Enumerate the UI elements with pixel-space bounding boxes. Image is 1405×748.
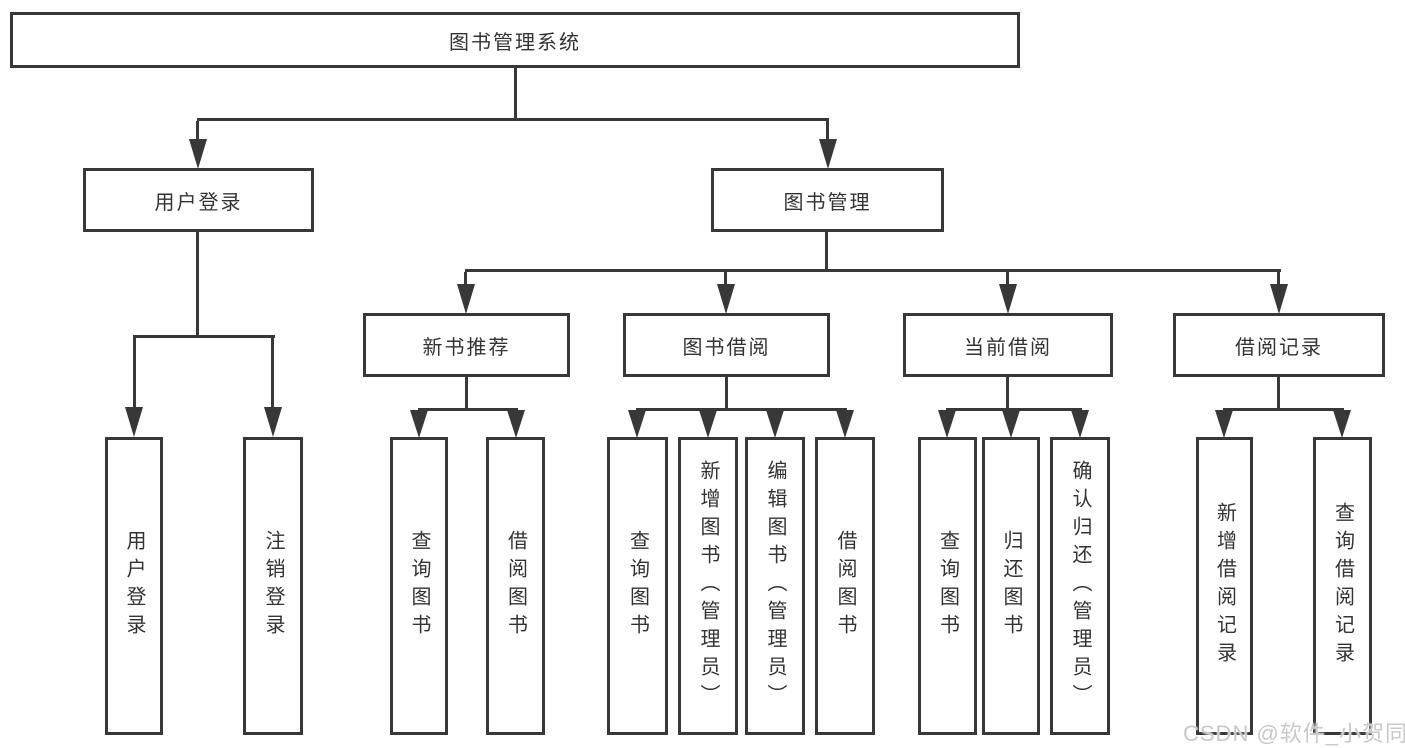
arrow-down-icon [819,139,837,169]
connector-group-hbar [636,408,847,411]
leaf-add-borrow-record: 新增借阅记录 [1196,437,1253,735]
leaf-query-borrow-record: 查询借阅记录 [1313,437,1372,735]
arrow-down-icon [1215,410,1233,438]
node-borrow-records: 借阅记录 [1173,313,1385,377]
node-book-borrow: 图书借阅 [623,313,830,377]
leaf-borrow-books: 借阅图书 [815,437,875,735]
leaf-logout: 注销登录 [243,437,303,735]
connector-l2b-stem [826,121,829,141]
arrow-down-icon [1071,410,1089,438]
leaf-user-login: 用户登录 [105,437,163,735]
arrow-down-icon [766,410,784,438]
node-new-book-recommend: 新书推荐 [363,313,570,377]
node-current-borrow: 当前借阅 [903,313,1113,377]
connector-group-hbar [418,408,518,411]
node-root: 图书管理系统 [10,12,1020,68]
connector-bookmgmt-stem [825,232,828,272]
connector-l3-stem [724,272,727,286]
arrow-down-icon [264,407,282,437]
connector-group-stem [1277,377,1280,411]
node-user-login: 用户登录 [83,168,314,232]
connector-group-stem [465,377,468,411]
leaf-edit-books-admin: 编辑图书（管理员） [745,437,805,735]
leaf-query-books-borrow: 查询图书 [607,437,668,735]
connector-l3-stem [1006,272,1009,286]
connector-l3-stem [464,272,467,286]
leaf-add-books-admin: 新增图书（管理员） [678,437,738,735]
arrow-down-icon [410,410,428,438]
connector-root-stem [514,68,517,120]
arrow-down-icon [125,407,143,437]
connector-leaf-stem [271,338,274,409]
node-book-management: 图书管理 [711,168,944,232]
connector-group-stem [725,377,728,411]
arrow-down-icon [1333,410,1351,438]
connector-root-hbar [197,118,829,121]
connector-leaf-stem [133,338,136,409]
arrow-down-icon [699,410,717,438]
connector-group-stem [1006,377,1009,411]
connector-group-hbar [1223,408,1344,411]
leaf-return-books: 归还图书 [982,437,1040,735]
arrow-down-icon [1002,410,1020,438]
connector-userlogin-stem [196,232,199,338]
connector-l3-stem [1277,272,1280,286]
arrow-down-icon [628,410,646,438]
arrow-down-icon [717,284,735,314]
leaf-borrow-books-recommend: 借阅图书 [486,437,545,735]
arrow-down-icon [836,410,854,438]
arrow-down-icon [457,284,475,314]
arrow-down-icon [999,284,1017,314]
arrow-down-icon [507,410,525,438]
leaf-confirm-return-admin: 确认归还（管理员） [1050,437,1110,735]
arrow-down-icon [938,410,956,438]
connector-userlogin-hbar [133,335,275,338]
leaf-query-books-recommend: 查询图书 [390,437,448,735]
csdn-watermark: CSDN @软件_小贺同学 [1183,721,1405,746]
arrow-down-icon [189,139,207,169]
leaf-query-books-current: 查询图书 [918,437,977,735]
arrow-down-icon [1270,284,1288,314]
connector-l2a-stem [196,121,199,141]
connector-group-hbar [946,408,1082,411]
connector-bookmgmt-hbar [465,269,1281,272]
